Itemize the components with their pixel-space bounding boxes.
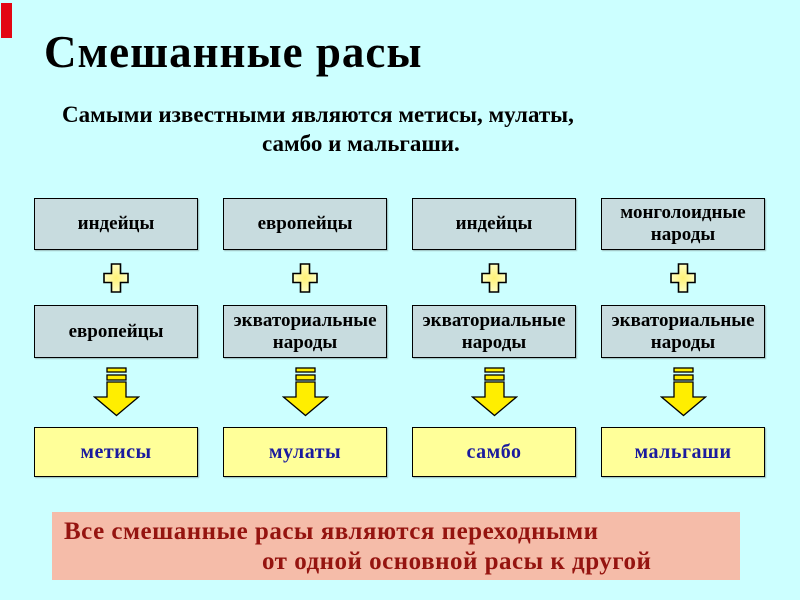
subtitle-line-2: самбо и мальгаши. xyxy=(262,131,460,156)
footer-banner: Все смешанные расы являются переходными … xyxy=(52,512,740,580)
result-box: метисы xyxy=(34,427,198,477)
arrow-icon-wrap xyxy=(601,358,765,425)
input-box-2-label: экваториальные народы xyxy=(611,309,755,353)
input-box-2: европейцы xyxy=(34,305,198,358)
input-box-1: монголоидные народы xyxy=(601,198,765,250)
slide-subtitle: Самыми известными являются метисы, мулат… xyxy=(62,100,682,158)
result-box-label: мальгаши xyxy=(634,440,732,463)
result-box-label: мулаты xyxy=(268,440,342,463)
arrow-icon-wrap xyxy=(223,358,387,425)
diagram-column: индейцы европейцы xyxy=(34,198,198,477)
plus-icon xyxy=(292,262,318,293)
diagram-columns: индейцы европейцы xyxy=(34,198,765,477)
result-box-label: метисы xyxy=(80,440,152,463)
input-box-1-label: индейцы xyxy=(77,213,155,234)
plus-icon-wrap xyxy=(223,250,387,305)
plus-icon-wrap xyxy=(601,250,765,305)
input-box-1-label: монголоидные народы xyxy=(620,202,746,245)
plus-icon xyxy=(103,262,129,293)
input-box-2-label: европейцы xyxy=(68,320,164,342)
input-box-2: экваториальные народы xyxy=(223,305,387,358)
slide-title: Смешанные расы xyxy=(44,27,423,77)
down-arrow-icon xyxy=(659,366,707,416)
arrow-icon-wrap xyxy=(412,358,576,425)
input-box-2-label: экваториальные народы xyxy=(233,309,377,353)
diagram-column: европейцы экваториальные народы xyxy=(223,198,387,477)
diagram-column: монголоидные народы экваториальные народ… xyxy=(601,198,765,477)
plus-icon xyxy=(481,262,507,293)
input-box-1: европейцы xyxy=(223,198,387,250)
down-arrow-icon xyxy=(92,366,140,416)
result-box: мальгаши xyxy=(601,427,765,477)
input-box-2-label: экваториальные народы xyxy=(422,309,566,353)
result-box: мулаты xyxy=(223,427,387,477)
input-box-1: индейцы xyxy=(34,198,198,250)
input-box-1: индейцы xyxy=(412,198,576,250)
result-box-label: самбо xyxy=(466,440,522,463)
red-accent-bar xyxy=(1,3,12,38)
down-arrow-icon xyxy=(470,366,518,416)
result-box: самбо xyxy=(412,427,576,477)
input-box-2: экваториальные народы xyxy=(412,305,576,358)
footer-line-1: Все смешанные расы являются переходными xyxy=(64,518,599,545)
subtitle-line-1: Самыми известными являются метисы, мулат… xyxy=(62,102,574,127)
footer-line-2: от одной основной расы к другой xyxy=(262,548,652,575)
down-arrow-icon xyxy=(281,366,329,416)
input-box-1-label: европейцы xyxy=(257,213,353,234)
plus-icon xyxy=(670,262,696,293)
input-box-2: экваториальные народы xyxy=(601,305,765,358)
arrow-icon-wrap xyxy=(34,358,198,425)
diagram-column: индейцы экваториальные народы xyxy=(412,198,576,477)
plus-icon-wrap xyxy=(412,250,576,305)
plus-icon-wrap xyxy=(34,250,198,305)
input-box-1-label: индейцы xyxy=(455,213,533,234)
